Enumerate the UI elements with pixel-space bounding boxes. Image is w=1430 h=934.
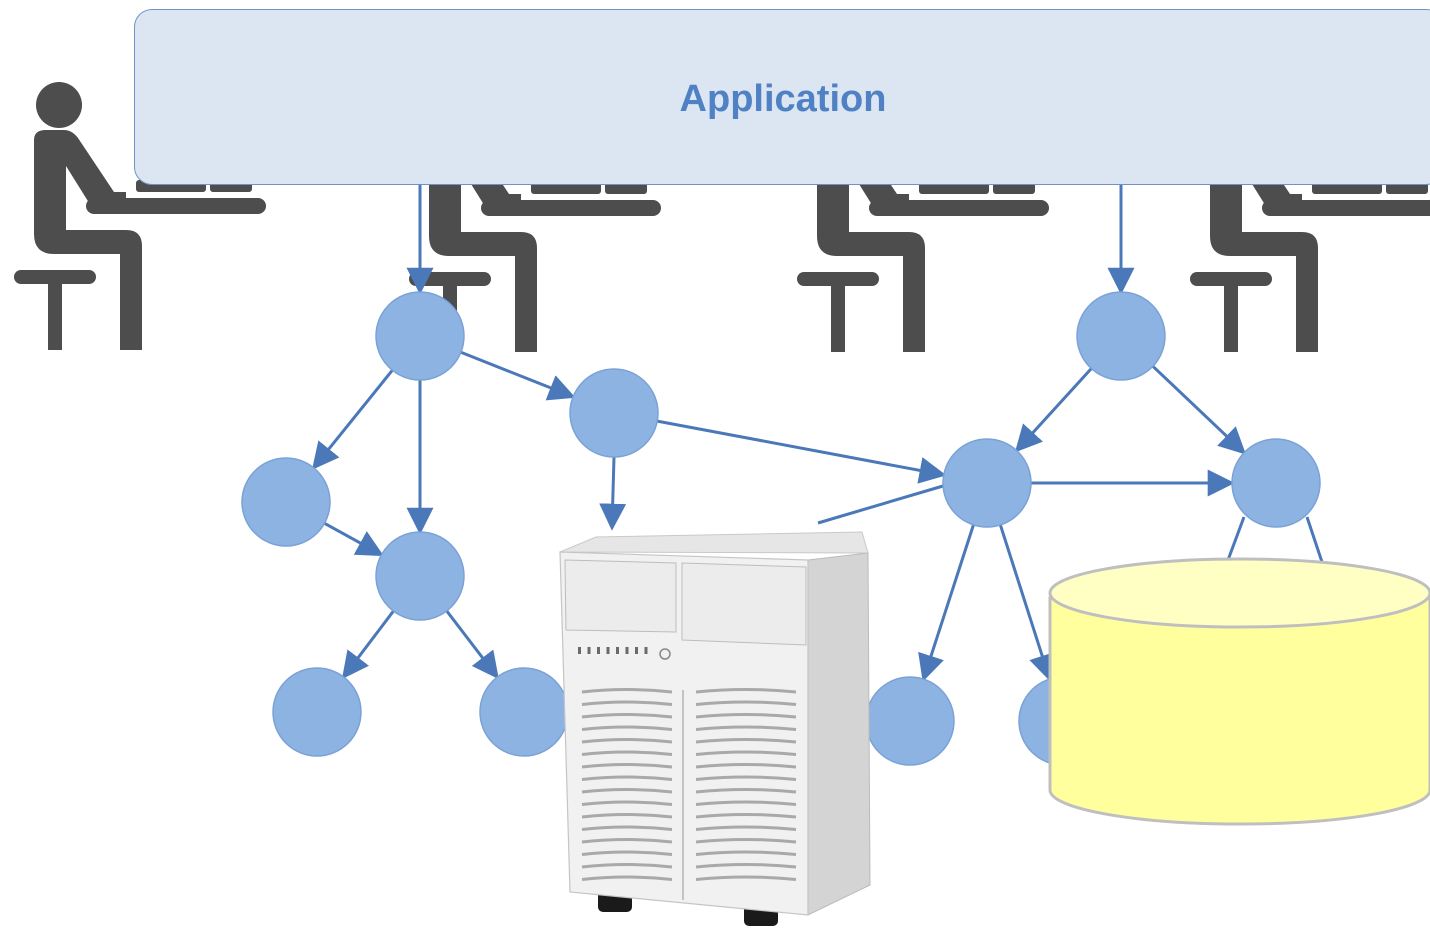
server-vent-slot: [695, 813, 797, 819]
graph-edge: [1014, 367, 1093, 453]
server-vent-slot: [581, 788, 673, 794]
server-vent-slot: [581, 725, 673, 731]
server-vent-slot: [695, 863, 797, 869]
graph-edge: [323, 521, 384, 557]
server-vent-slot: [581, 800, 673, 806]
server-vent-slot: [581, 700, 673, 706]
server-led: [616, 647, 619, 654]
server-vent-slot: [581, 750, 673, 756]
server-vent-slot: [695, 750, 797, 756]
server-vent-slot: [695, 738, 797, 744]
server-status-leds: [578, 647, 648, 654]
server-vent-slot: [581, 875, 673, 881]
graph-edge: [341, 610, 395, 680]
server-vent-slot: [695, 800, 797, 806]
server-vent-slot: [695, 825, 797, 831]
graph-edge: [311, 369, 394, 470]
graph-node[interactable]: [375, 291, 465, 381]
server-vent-slot: [695, 725, 797, 731]
server-led: [625, 647, 629, 654]
graph-edge: [656, 419, 947, 484]
server-led: [578, 647, 581, 654]
graph-node[interactable]: [241, 457, 331, 547]
server-vent-slot: [581, 713, 673, 719]
application-banner[interactable]: Application: [134, 9, 1430, 185]
server-led: [597, 647, 600, 654]
graph-edge: [460, 350, 576, 401]
server-vent-slot: [695, 775, 797, 781]
tower-server-icon: [559, 531, 871, 926]
server-vent-slot: [695, 850, 797, 856]
server-vent-slot: [695, 713, 797, 719]
server-vent-slot: [581, 825, 673, 831]
graph-edge: [1305, 516, 1324, 563]
server-led: [644, 647, 648, 654]
server-led: [587, 647, 591, 654]
server-vent-slot: [581, 850, 673, 856]
graph-node[interactable]: [1076, 291, 1166, 381]
server-vent-grille: [581, 688, 797, 881]
graph-node[interactable]: [272, 667, 362, 757]
graph-node[interactable]: [479, 667, 569, 757]
application-label: Application: [679, 77, 887, 120]
server-vent-slot: [581, 738, 673, 744]
graph-node[interactable]: [942, 438, 1032, 528]
server-vent-slot: [581, 763, 673, 769]
server-vent-slot: [695, 875, 797, 881]
database-cylinder-icon: [1048, 557, 1430, 826]
server-vent-slot: [581, 775, 673, 781]
server-led: [635, 647, 638, 654]
server-vent-slot: [695, 700, 797, 706]
graph-node[interactable]: [1231, 438, 1321, 528]
server-vent-slot: [695, 763, 797, 769]
server-led: [606, 647, 610, 654]
graph-edge: [1151, 365, 1247, 455]
graph-node[interactable]: [375, 531, 465, 621]
server-vent-slot: [695, 838, 797, 844]
graph-edge: [1226, 516, 1246, 561]
graph-edge: [998, 524, 1056, 682]
edges-layer: [311, 185, 1324, 682]
server-vent-slot: [581, 688, 673, 694]
server-vent-slot: [581, 863, 673, 869]
server-vent-slot: [581, 813, 673, 819]
graph-node[interactable]: [865, 676, 955, 766]
graph-edge: [918, 524, 975, 682]
graph-edge: [817, 484, 944, 525]
server-vent-slot: [695, 788, 797, 794]
graph-edge: [599, 456, 627, 531]
server-vent-slot: [695, 688, 797, 694]
server-vent-slot: [581, 838, 673, 844]
graph-node[interactable]: [569, 368, 659, 458]
graph-edge: [445, 610, 499, 680]
